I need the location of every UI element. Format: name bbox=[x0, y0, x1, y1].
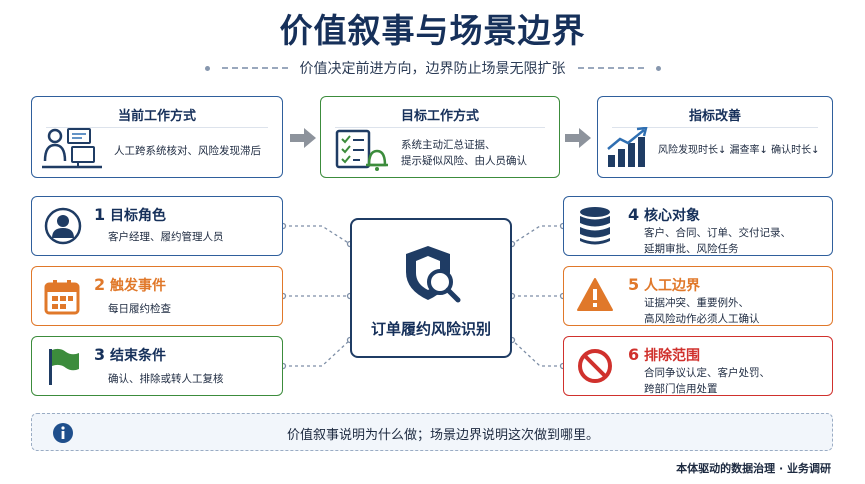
end-condition-number: 3 bbox=[94, 345, 106, 364]
divider-dash-right bbox=[577, 67, 644, 69]
target-role-heading: 1 目标角色 bbox=[94, 205, 166, 225]
exclusion-scope-heading: 6 排除范围 bbox=[628, 345, 700, 365]
summary-note-text: 价值叙事说明为什么做；场景边界说明这次做到哪里。 bbox=[287, 428, 600, 443]
footer-caption: 本体驱动的数据治理 · 业务调研 bbox=[676, 462, 831, 475]
exclusion-scope-number: 6 bbox=[628, 345, 640, 364]
current-workflow-card: 当前工作方式 人工跨系统核对、风险发现滞后 bbox=[31, 96, 283, 178]
exclusion-scope-line-2: 跨部门信用处置 bbox=[644, 383, 718, 395]
current-workflow-heading: 当前工作方式 bbox=[117, 109, 196, 124]
target-role-body: 客户经理、履约管理人员 bbox=[108, 231, 224, 243]
target-role-number: 1 bbox=[94, 205, 106, 224]
exclusion-scope-card: 6 排除范围 合同争议认定、客户处罚、 跨部门信用处置 bbox=[563, 336, 833, 396]
human-boundary-line-2: 高风险动作必须人工确认 bbox=[644, 313, 760, 325]
metrics-body: 风险发现时长↓ 漏查率↓ 确认时长↓ bbox=[658, 145, 820, 156]
core-objects-card: 4 核心对象 客户、合同、订单、交付记录、 延期审批、风险任务 bbox=[563, 196, 833, 256]
trigger-event-heading: 2 触发事件 bbox=[94, 275, 166, 295]
human-boundary-card: 5 人工边界 证据冲突、重要例外、 高风险动作必须人工确认 bbox=[563, 266, 833, 326]
core-objects-number: 4 bbox=[628, 205, 640, 224]
core-objects-line-2: 延期审批、风险任务 bbox=[644, 243, 739, 255]
exclusion-scope-body: 合同争议认定、客户处罚、 跨部门信用处置 bbox=[644, 365, 770, 397]
human-boundary-title: 人工边界 bbox=[644, 278, 701, 294]
arrow-right-icon bbox=[565, 128, 591, 148]
summary-note: 价值叙事说明为什么做；场景边界说明这次做到哪里。 bbox=[31, 413, 833, 451]
exclusion-scope-title: 排除范围 bbox=[644, 348, 701, 364]
shield-search-icon bbox=[402, 244, 464, 310]
trigger-event-number: 2 bbox=[94, 275, 106, 294]
subtitle-row: 价值决定前进方向，边界防止场景无限扩张 bbox=[0, 58, 865, 78]
target-workflow-body: 系统主动汇总证据、 提示疑似风险、由人员确认 bbox=[401, 137, 527, 169]
end-condition-heading: 3 结束条件 bbox=[94, 345, 166, 365]
page-title: 价值叙事与场景边界 bbox=[279, 11, 586, 50]
center-scenario-card: 订单履约风险识别 bbox=[350, 218, 512, 358]
end-condition-title: 结束条件 bbox=[110, 348, 167, 364]
info-icon bbox=[52, 422, 74, 448]
target-workflow-heading: 目标工作方式 bbox=[400, 109, 479, 124]
arrow-right-icon bbox=[290, 128, 316, 148]
database-icon bbox=[578, 205, 612, 251]
core-objects-title: 核心对象 bbox=[644, 208, 701, 224]
human-boundary-number: 5 bbox=[628, 275, 640, 294]
target-workflow-line-1: 系统主动汇总证据、 bbox=[401, 139, 496, 151]
user-icon bbox=[44, 207, 82, 249]
divider-dash-left bbox=[221, 67, 288, 69]
metrics-heading: 指标改善 bbox=[688, 109, 741, 124]
core-objects-line-1: 客户、合同、订单、交付记录、 bbox=[644, 227, 791, 239]
current-workflow-body: 人工跨系统核对、风险发现滞后 bbox=[114, 145, 261, 157]
human-boundary-body: 证据冲突、重要例外、 高风险动作必须人工确认 bbox=[644, 295, 760, 327]
card-divider bbox=[46, 127, 268, 128]
flag-icon bbox=[46, 347, 82, 391]
card-divider bbox=[335, 127, 545, 128]
end-condition-card: 3 结束条件 确认、排除或转人工复核 bbox=[31, 336, 283, 396]
trigger-event-card: 2 触发事件 每日履约检查 bbox=[31, 266, 283, 326]
core-objects-heading: 4 核心对象 bbox=[628, 205, 700, 225]
divider-dot-right bbox=[655, 65, 661, 71]
page-subtitle: 价值决定前进方向，边界防止场景无限扩张 bbox=[299, 61, 566, 77]
target-role-title: 目标角色 bbox=[110, 208, 167, 224]
trigger-event-body: 每日履约检查 bbox=[108, 303, 171, 315]
bar-chart-trend-icon bbox=[606, 126, 650, 173]
center-scenario-label: 订单履约风险识别 bbox=[370, 320, 491, 338]
human-boundary-line-1: 证据冲突、重要例外、 bbox=[644, 297, 749, 309]
divider-dot-left bbox=[204, 65, 210, 71]
metrics-card: 指标改善 风险发现时长↓ 漏查率↓ 确认时长↓ bbox=[597, 96, 833, 178]
target-role-card: 1 目标角色 客户经理、履约管理人员 bbox=[31, 196, 283, 256]
calendar-icon bbox=[44, 279, 80, 319]
prohibited-icon bbox=[576, 347, 614, 389]
end-condition-body: 确认、排除或转人工复核 bbox=[108, 373, 224, 385]
human-boundary-heading: 5 人工边界 bbox=[628, 275, 700, 295]
core-objects-body: 客户、合同、订单、交付记录、 延期审批、风险任务 bbox=[644, 225, 791, 257]
person-at-computer-icon bbox=[42, 127, 104, 175]
target-workflow-card: 目标工作方式 系统主动汇总证据、 提示疑似风险、由人员确认 bbox=[320, 96, 560, 178]
checklist-bell-icon bbox=[335, 129, 389, 175]
exclusion-scope-line-1: 合同争议认定、客户处罚、 bbox=[644, 367, 770, 379]
trigger-event-title: 触发事件 bbox=[110, 278, 167, 294]
target-workflow-line-2: 提示疑似风险、由人员确认 bbox=[401, 155, 527, 167]
warning-icon bbox=[576, 277, 614, 317]
card-divider bbox=[612, 127, 818, 128]
